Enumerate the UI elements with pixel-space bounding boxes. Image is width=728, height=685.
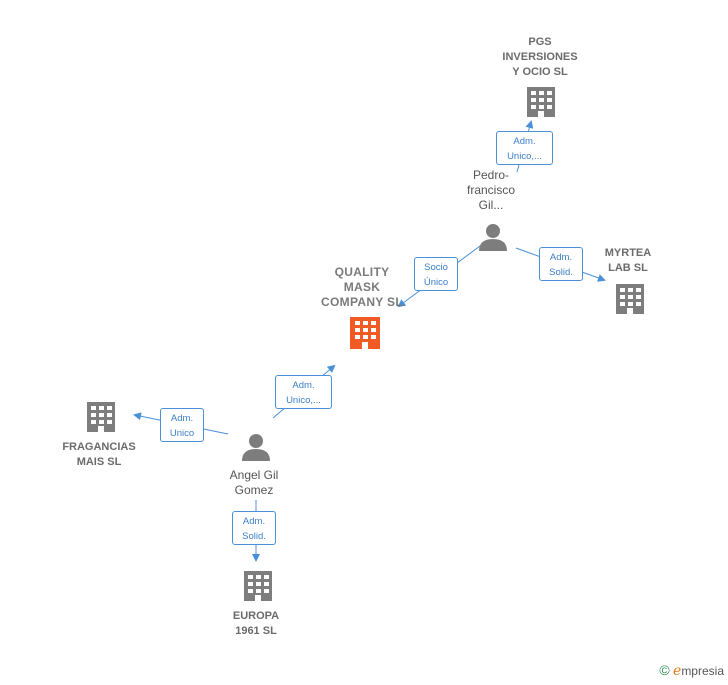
copyright-symbol: © <box>659 662 670 678</box>
myrtea-label[interactable]: MYRTEA LAB SL <box>604 247 652 274</box>
brand-name: mpresia <box>681 664 724 678</box>
relation-badge-pedro-quality[interactable]: Socio Único <box>414 257 458 291</box>
main-company-building-icon[interactable] <box>348 315 382 351</box>
quality-mask-label[interactable]: QUALITY MASK COMPANY SL <box>321 265 403 309</box>
pgs-building-icon[interactable] <box>525 85 557 119</box>
pedro-person-icon[interactable] <box>477 222 509 252</box>
fragancias-label[interactable]: FRAGANCIAS MAIS SL <box>62 441 136 468</box>
empresia-logo: © empresia <box>659 662 724 679</box>
pedro-label[interactable]: Pedro- francisco Gil... <box>466 168 516 212</box>
europa-label[interactable]: EUROPA 1961 SL <box>232 610 280 637</box>
relation-badge-angel-europa[interactable]: Adm. Solid. <box>232 511 276 545</box>
pgs-label[interactable]: PGS INVERSIONES Y OCIO SL <box>502 36 578 78</box>
europa-building-icon[interactable] <box>242 569 274 603</box>
angel-label[interactable]: Angel Gil Gomez <box>229 468 279 497</box>
myrtea-building-icon[interactable] <box>614 282 646 316</box>
relation-badge-pedro-myrtea[interactable]: Adm. Solid. <box>539 247 583 281</box>
relation-badge-angel-quality[interactable]: Adm. Unico,... <box>275 375 332 409</box>
relation-badge-angel-fragancias[interactable]: Adm. Unico <box>160 408 204 442</box>
angel-person-icon[interactable] <box>240 432 272 462</box>
fragancias-building-icon[interactable] <box>85 400 117 434</box>
brand-initial: e <box>673 663 682 679</box>
relation-badge-pedro-pgs[interactable]: Adm. Unico,... <box>496 131 553 165</box>
